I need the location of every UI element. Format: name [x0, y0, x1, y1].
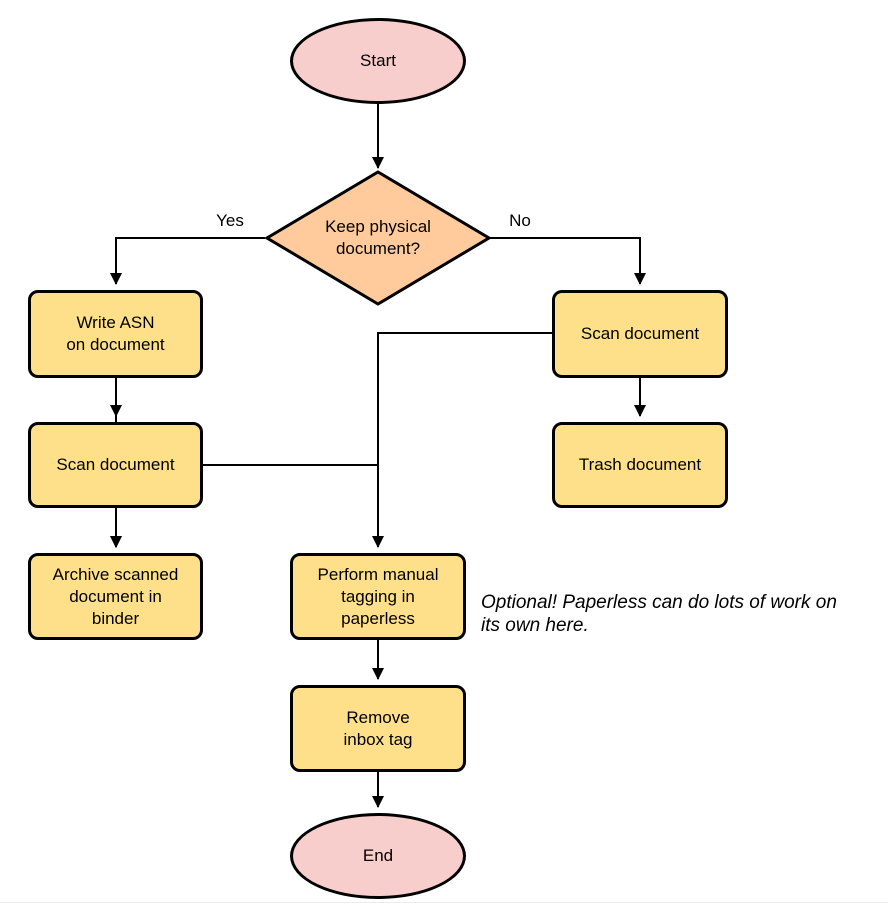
- node-end: End: [290, 813, 466, 899]
- bottom-hairline: [0, 902, 888, 903]
- annotation-optional-note: Optional! Paperless can do lots of work …: [481, 592, 837, 636]
- node-start: Start: [290, 18, 466, 104]
- node-end-label: End: [362, 846, 394, 865]
- node-start-label: Start: [360, 51, 396, 70]
- node-scan-document-right: Scan document: [552, 290, 728, 378]
- node-remove-inbox-tag-label: Remove inbox tag: [343, 707, 413, 749]
- node-decision: Keep physical document?: [263, 169, 493, 307]
- node-write-asn-label: Write ASN on document: [66, 313, 165, 354]
- node-trash-document-label: Trash document: [578, 455, 702, 474]
- edge-decision-yes-to-write-asn: [110, 237, 265, 285]
- edge-label-no: No: [509, 211, 531, 230]
- decision-diamond-shape: [264, 170, 492, 306]
- node-scan-document-right-label: Scan document: [580, 324, 700, 343]
- node-archive-binder: Archive scanned document in binder: [28, 553, 203, 640]
- edge-scan-right-to-tagging: [372, 332, 552, 548]
- node-manual-tagging-label: Perform manual tagging in paperless: [317, 564, 439, 628]
- node-decision-label: Keep physical document?: [325, 217, 431, 258]
- edge-label-yes: Yes: [216, 211, 244, 230]
- node-scan-document-left: Scan document: [28, 422, 203, 508]
- node-remove-inbox-tag: Remove inbox tag: [290, 685, 466, 772]
- node-archive-binder-label: Archive scanned document in binder: [52, 564, 179, 628]
- edge-decision-no-to-scan-right: [490, 237, 646, 285]
- node-write-asn: Write ASN on document: [28, 290, 203, 378]
- node-scan-document-left-label: Scan document: [56, 455, 175, 474]
- node-manual-tagging: Perform manual tagging in paperless: [290, 553, 466, 640]
- node-trash-document: Trash document: [552, 422, 728, 508]
